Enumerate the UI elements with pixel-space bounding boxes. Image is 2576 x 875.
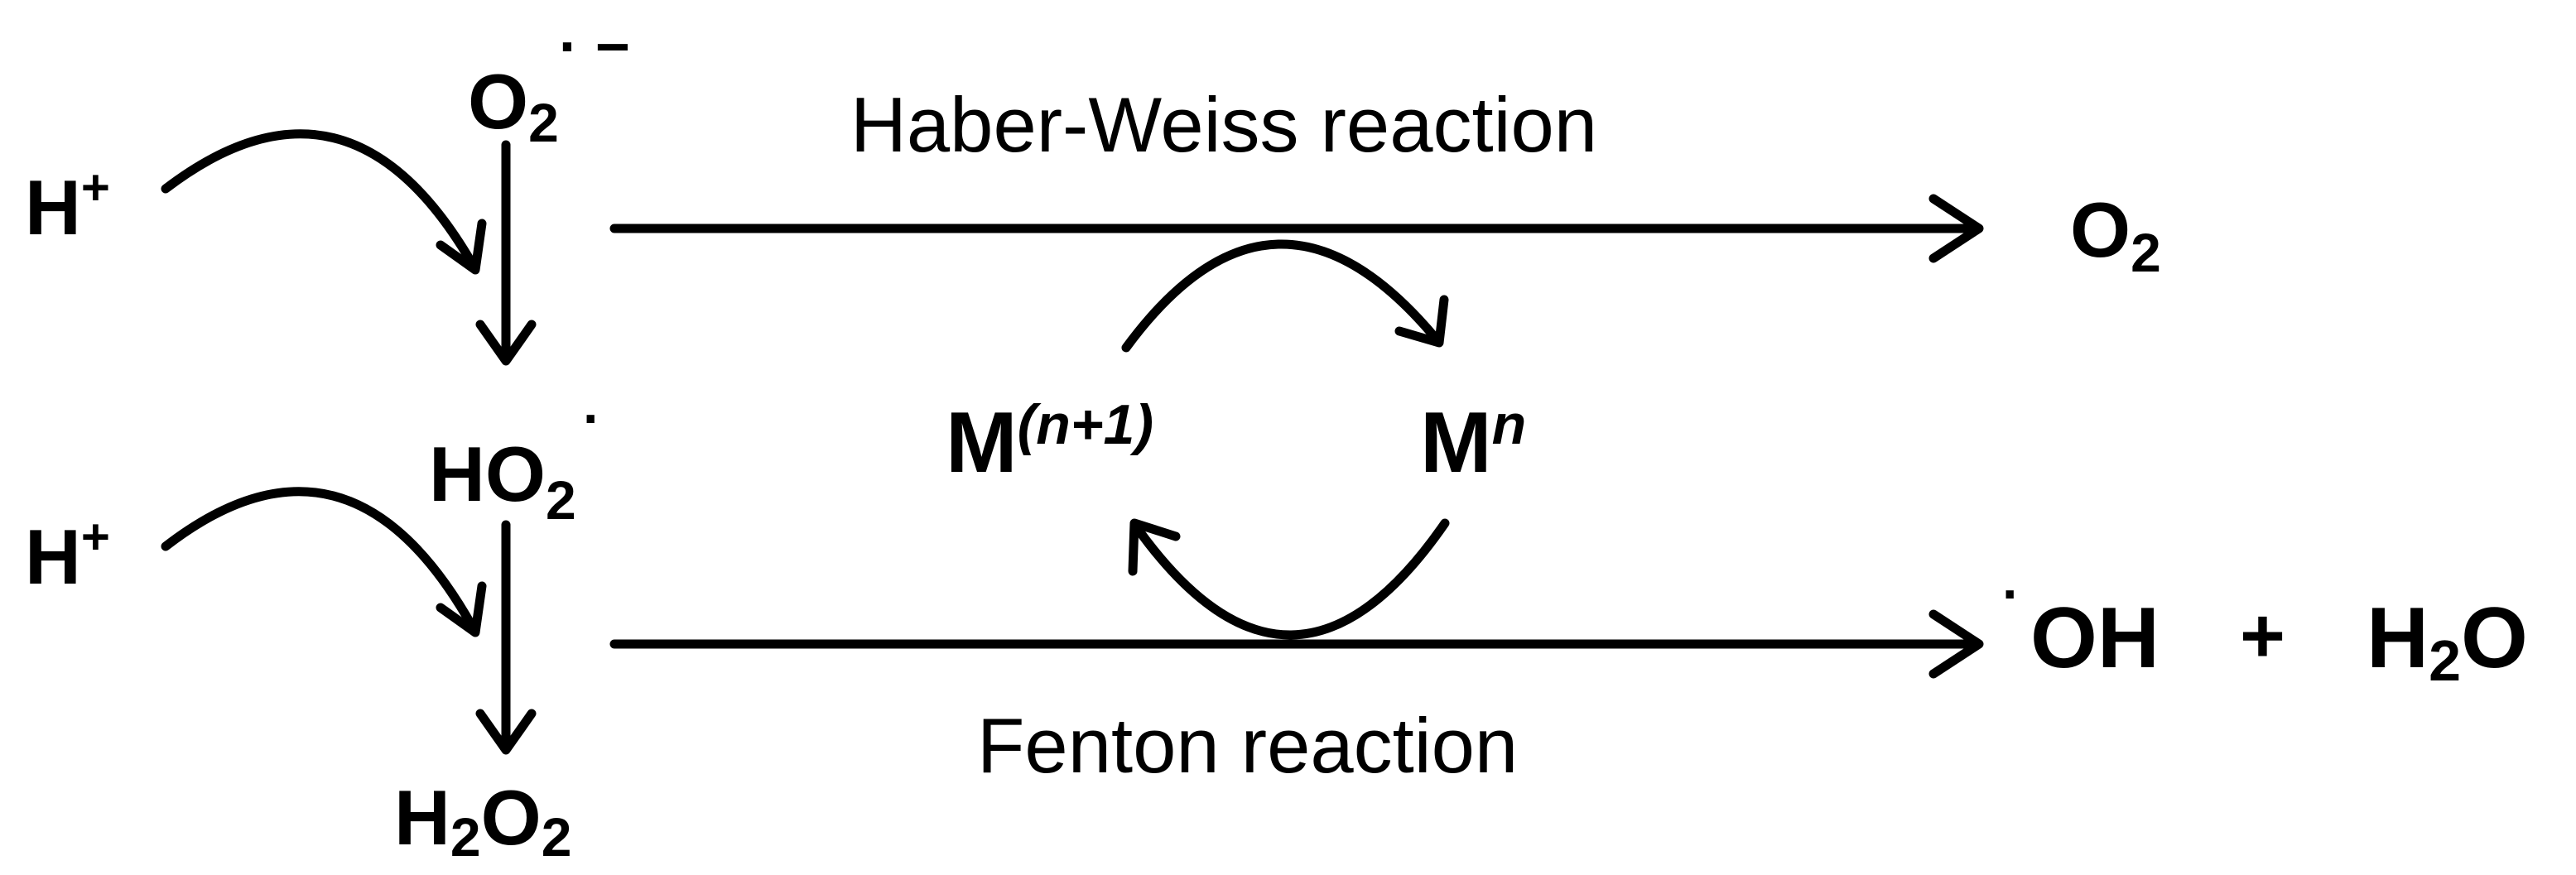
hydroxyl-radical-label: OH	[2030, 590, 2160, 686]
superoxide-label: O2· −	[468, 14, 630, 153]
hydroperoxyl-to-peroxide-arrow	[475, 520, 537, 755]
proton-top-label: H+	[25, 160, 110, 251]
proton-top-curved-arrow	[161, 129, 487, 275]
water-label: H2O	[2367, 590, 2528, 693]
metal-reduced-label: Mn	[1420, 393, 1526, 491]
fenton-arrow	[609, 609, 1984, 679]
plus-sign: +	[2240, 592, 2285, 679]
hydroxyl-radical-dot: ·	[2002, 563, 2020, 624]
haber-weiss-arrow	[609, 194, 1984, 263]
hydroperoxyl-label: HO2	[429, 430, 576, 531]
proton-bottom-label: H+	[25, 509, 110, 600]
superoxide-to-hydroperoxyl-arrow	[475, 140, 537, 366]
hydrogen-peroxide-label: H2O2	[394, 774, 571, 868]
fenton-label: Fenton reaction	[977, 702, 1518, 789]
haber-weiss-label: Haber-Weiss reaction	[850, 81, 1597, 168]
oxygen-product-label: O2	[2070, 186, 2161, 283]
proton-bottom-curved-arrow	[161, 487, 487, 637]
metal-oxidized-label: M(n+1)	[946, 393, 1153, 491]
hydroperoxyl-radical-dot: ·	[583, 387, 601, 449]
metal-oxidation-arc-arrow	[1128, 518, 1450, 640]
metal-reduction-arc-arrow	[1121, 239, 1449, 353]
